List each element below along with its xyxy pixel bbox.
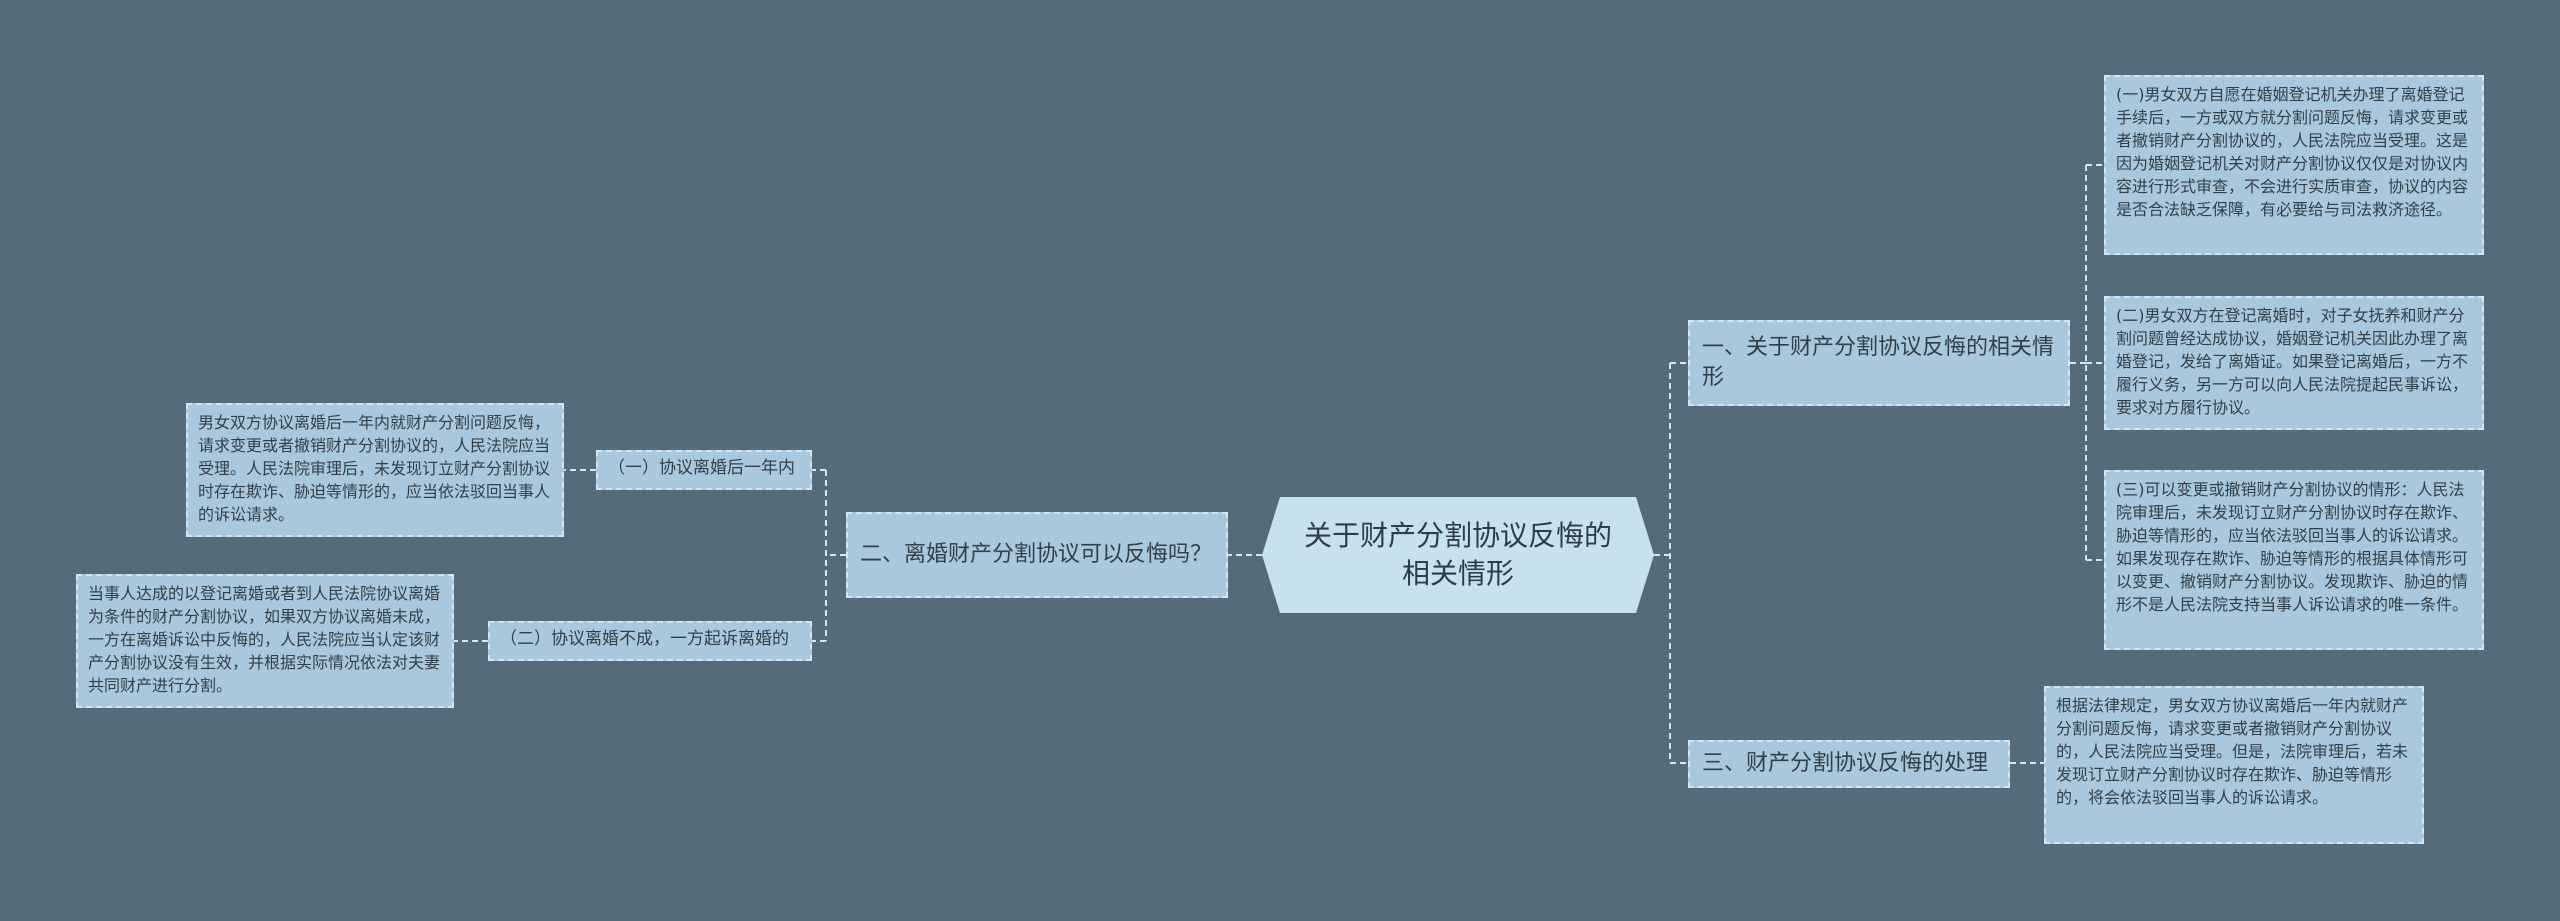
root-topic[interactable]: 关于财产分割协议反悔的相关情形: [1262, 497, 1654, 613]
connector-root-right: [1654, 362, 1688, 764]
sub-divorce-failed-label: （二）协议离婚不成，一方起诉离婚的: [500, 629, 789, 649]
sub-within-one-year-label: （一）协议离婚后一年内: [608, 458, 795, 478]
sub-within-one-year[interactable]: （一）协议离婚后一年内: [596, 450, 812, 490]
connector-left-children: [812, 469, 846, 642]
leaf-within-one-year-text: 男女双方协议离婚后一年内就财产分割问题反悔，请求变更或者撤销财产分割协议的，人民…: [198, 413, 551, 524]
leaf-situation-2-text: (二)男女双方在登记离婚时，对子女抚养和财产分割问题曾经达成协议，婚姻登记机关因…: [2116, 306, 2469, 417]
leaf-handling-text: 根据法律规定，男女双方协议离婚后一年内就财产分割问题反悔，请求变更或者撤销财产分…: [2056, 696, 2409, 807]
sub-divorce-failed[interactable]: （二）协议离婚不成，一方起诉离婚的: [488, 621, 812, 661]
leaf-divorce-failed-detail[interactable]: 当事人达成的以登记离婚或者到人民法院协议离婚为条件的财产分割协议，如果双方协议离…: [76, 574, 454, 708]
leaf-situation-1-text: (一)男女双方自愿在婚姻登记机关办理了离婚登记手续后，一方或双方就分割问题反悔，…: [2116, 85, 2469, 219]
root-topic-label: 关于财产分割协议反悔的相关情形: [1303, 519, 1612, 590]
leaf-situation-3-text: (三)可以变更或撤销财产分割协议的情形：人民法院审理后，未发现订立财产分割协议时…: [2116, 480, 2469, 614]
leaf-situation-3[interactable]: (三)可以变更或撤销财产分割协议的情形：人民法院审理后，未发现订立财产分割协议时…: [2104, 470, 2484, 650]
branch-can-regret-label: 二、离婚财产分割协议可以反悔吗？: [860, 542, 1213, 567]
leaf-handling-detail[interactable]: 根据法律规定，男女双方协议离婚后一年内就财产分割问题反悔，请求变更或者撤销财产分…: [2044, 686, 2424, 844]
leaf-situation-2[interactable]: (二)男女双方在登记离婚时，对子女抚养和财产分割问题曾经达成协议，婚姻登记机关因…: [2104, 296, 2484, 430]
leaf-divorce-failed-text: 当事人达成的以登记离婚或者到人民法院协议离婚为条件的财产分割协议，如果双方协议离…: [88, 584, 441, 695]
branch-regret-handling[interactable]: 三、财产分割协议反悔的处理: [1688, 740, 2010, 788]
connector-right-1-leaves: [2070, 164, 2104, 561]
branch-can-regret[interactable]: 二、离婚财产分割协议可以反悔吗？: [846, 512, 1228, 598]
branch-regret-situations-label: 一、关于财产分割协议反悔的相关情形: [1702, 335, 2055, 390]
leaf-within-one-year-detail[interactable]: 男女双方协议离婚后一年内就财产分割问题反悔，请求变更或者撤销财产分割协议的，人民…: [186, 403, 564, 537]
leaf-situation-1[interactable]: (一)男女双方自愿在婚姻登记机关办理了离婚登记手续后，一方或双方就分割问题反悔，…: [2104, 75, 2484, 255]
branch-regret-situations[interactable]: 一、关于财产分割协议反悔的相关情形: [1688, 320, 2070, 406]
branch-regret-handling-label: 三、财产分割协议反悔的处理: [1702, 751, 1989, 776]
